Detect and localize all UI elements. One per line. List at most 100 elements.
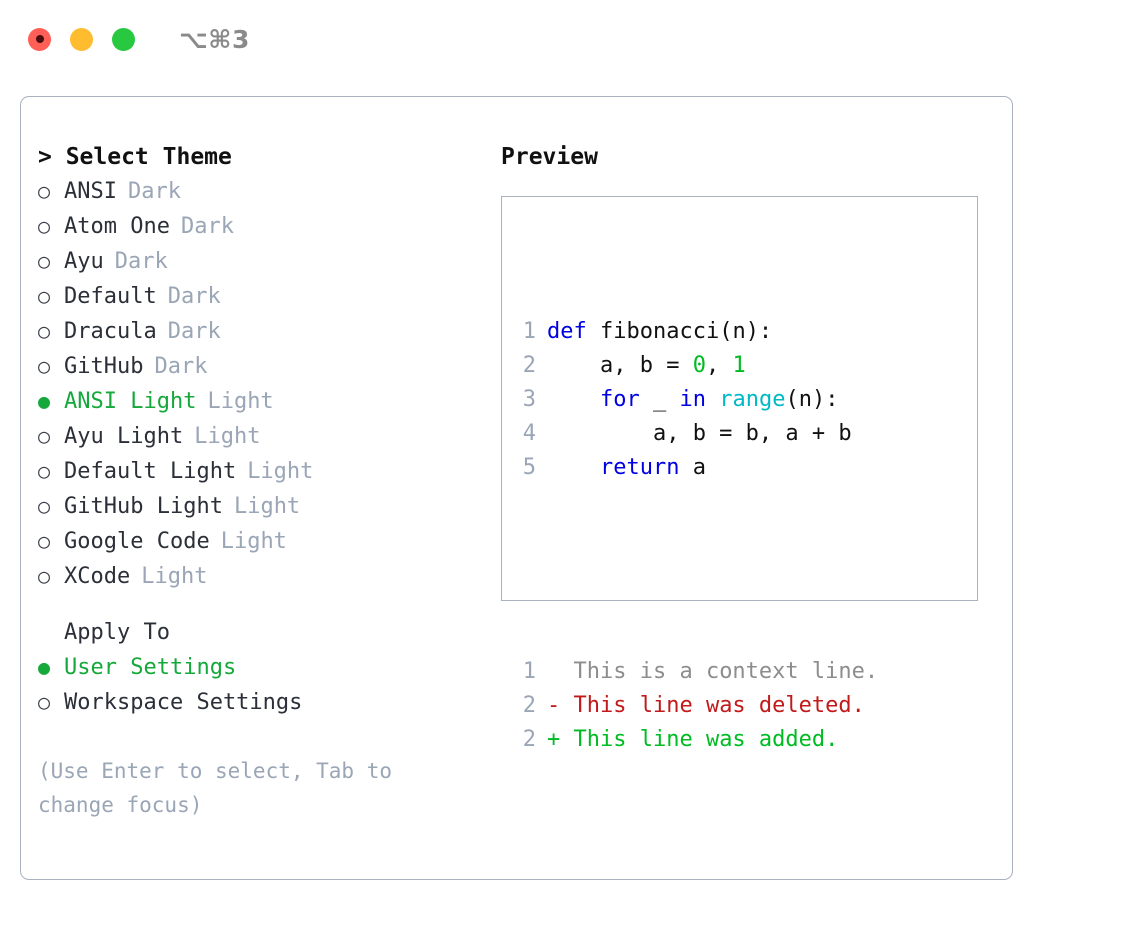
radio-selected-icon: ● (38, 389, 51, 413)
theme-option-label: Ayu (64, 249, 104, 274)
theme-option-variant: Light (141, 564, 208, 589)
diff-lines: 1 This is a context line. 2- This line wa… (514, 655, 878, 757)
theme-option-variant: Light (233, 494, 301, 519)
theme-option-variant: Dark (127, 179, 181, 204)
diff-line-del: 2- This line was deleted. (514, 689, 878, 723)
theme-option-variant: Light (220, 529, 287, 554)
diff-marker: + (547, 727, 561, 752)
theme-option-github[interactable]: ○ GitHub Dark (38, 349, 498, 384)
radio-unselected-icon: ○ (38, 249, 51, 273)
maximize-button[interactable] (112, 27, 135, 51)
theme-option-variant: Light (194, 424, 261, 449)
theme-option-variant: Dark (180, 214, 234, 239)
theme-option-variant: Dark (114, 249, 168, 274)
code-token-num: 0 (692, 353, 706, 378)
theme-option-variant: Dark (167, 319, 221, 344)
code-line: 2 a, b = 0, 1 (514, 349, 878, 383)
close-button[interactable] (28, 27, 51, 51)
theme-option-variant: Dark (154, 354, 208, 379)
radio-unselected-icon: ○ (38, 319, 51, 343)
code-token-txt: , (705, 353, 733, 378)
diff-line-add: 2 + This line was added. (514, 723, 878, 757)
apply-to-option-label: Workspace Settings (64, 690, 303, 715)
line-number: 1 (522, 659, 536, 684)
radio-unselected-icon: ○ (38, 284, 51, 308)
radio-unselected-icon: ○ (38, 529, 51, 553)
diff-marker: - (547, 693, 561, 718)
code-line: 1 def fibonacci(n): (514, 315, 878, 349)
code-blank-line (514, 553, 878, 587)
window-titlebar: ⌥⌘3 (0, 0, 1140, 78)
theme-option-label: Ayu Light (64, 424, 184, 449)
apply-to-option-user-settings[interactable]: ●User Settings (38, 650, 498, 685)
code-token-fn: range (719, 387, 786, 412)
code-token-txt: fibonacci(n): (586, 319, 773, 344)
theme-option-default-light[interactable]: ○ Default Light Light (38, 454, 498, 489)
theme-option-google-code[interactable]: ○ Google Code Light (38, 524, 498, 559)
theme-option-label: Google Code (64, 529, 210, 554)
line-number: 3 (522, 387, 536, 412)
apply-to-list[interactable]: ●User Settings ○ Workspace Settings (38, 650, 498, 720)
code-token-txt: a, b = (547, 353, 693, 378)
line-number: 5 (522, 455, 536, 480)
theme-option-label: GitHub Light (64, 494, 223, 519)
minimize-button[interactable] (70, 27, 93, 51)
code-token-txt (547, 387, 600, 412)
theme-option-label: Default (64, 284, 157, 309)
radio-unselected-icon: ○ (38, 179, 51, 203)
theme-option-default[interactable]: ○ Default Dark (38, 279, 498, 314)
theme-option-variant: Light (207, 389, 274, 414)
theme-option-label: ANSI (64, 179, 117, 204)
line-number: 2 (522, 727, 536, 752)
diff-text: This is a context line. (560, 659, 879, 684)
code-token-kw: in (679, 387, 706, 412)
theme-option-ansi[interactable]: ○ ANSI Dark (38, 174, 498, 209)
code-line: 4 a, b = b, a + b (514, 417, 878, 451)
code-token-txt (706, 387, 719, 412)
theme-option-label: GitHub (64, 354, 144, 379)
code-token-txt (547, 455, 600, 480)
theme-option-variant: Dark (167, 284, 221, 309)
code-line: 5 return a (514, 451, 878, 485)
radio-unselected-icon: ○ (38, 494, 51, 518)
code-token-kw: def (547, 319, 587, 344)
theme-option-ansi-light[interactable]: ● ANSI Light Light (38, 384, 498, 419)
recording-indicator-icon (35, 35, 44, 43)
theme-option-ayu[interactable]: ○ Ayu Dark (38, 244, 498, 279)
code-token-txt: a (679, 455, 706, 480)
radio-unselected-icon: ○ (38, 690, 51, 714)
theme-option-label: ANSI Light (64, 389, 197, 414)
radio-unselected-icon: ○ (38, 564, 51, 588)
keyboard-hint: (Use Enter to select, Tab to change focu… (38, 759, 405, 817)
theme-option-variant: Light (247, 459, 314, 484)
theme-option-label: Atom One (64, 214, 170, 239)
radio-unselected-icon: ○ (38, 354, 51, 378)
window-controls (28, 27, 135, 51)
code-token-txt: (n): (785, 387, 839, 412)
theme-option-github-light[interactable]: ○ GitHub Light Light (38, 489, 498, 524)
code-token-kw: return (599, 455, 680, 480)
keyboard-shortcut-label: ⌥⌘3 (179, 24, 250, 54)
line-number: 1 (522, 319, 536, 344)
diff-text: This line was deleted. (560, 693, 865, 718)
theme-option-dracula[interactable]: ○ Dracula Dark (38, 314, 498, 349)
preview-title: Preview (501, 144, 598, 170)
theme-option-label: Default Light (64, 459, 237, 484)
apply-to-label: Apply To (64, 620, 170, 645)
radio-unselected-icon: ○ (38, 459, 51, 483)
code-token-kw: for (599, 387, 640, 412)
apply-to-option-workspace-settings[interactable]: ○ Workspace Settings (38, 685, 498, 720)
theme-option-label: Dracula (64, 319, 157, 344)
diff-text: This line was added. (560, 727, 839, 752)
code-line: 3 for _ in range(n): (514, 383, 878, 417)
